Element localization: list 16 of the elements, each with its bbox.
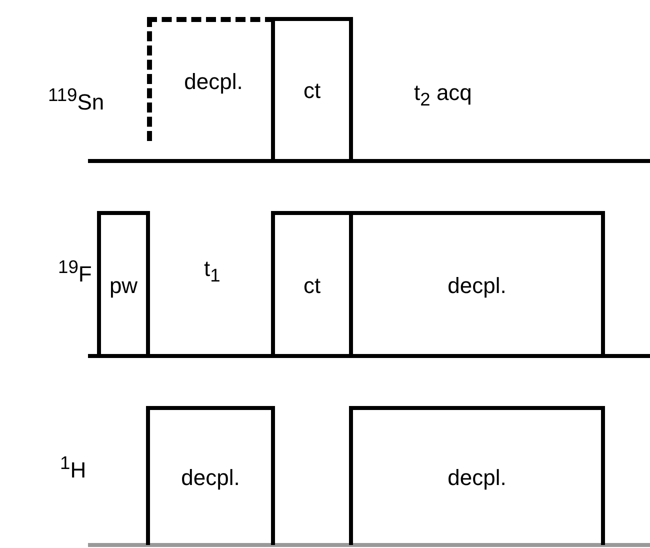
pulse-block: [146, 406, 275, 545]
pulse-label: decpl.: [181, 464, 240, 490]
pulse-block: [97, 211, 150, 356]
pulse-label: decpl.: [448, 464, 506, 490]
period-label: t$_{1}$: [204, 256, 220, 286]
pulse-label: pw: [109, 272, 138, 298]
pulse-label: decpl.: [184, 68, 243, 94]
pulse-block: [271, 17, 353, 161]
channel-label: $^{19}$F: [58, 256, 92, 288]
pulse-label: decpl.: [448, 272, 506, 298]
period-label: t$_{2}$ acq: [414, 80, 472, 110]
channel-label: $^{119}$Sn: [48, 84, 104, 116]
pulse-block: [349, 406, 605, 545]
pulse-label: ct: [303, 78, 321, 104]
pulse-label: ct: [303, 272, 321, 298]
channel-label: $^{1}$H: [60, 452, 86, 484]
